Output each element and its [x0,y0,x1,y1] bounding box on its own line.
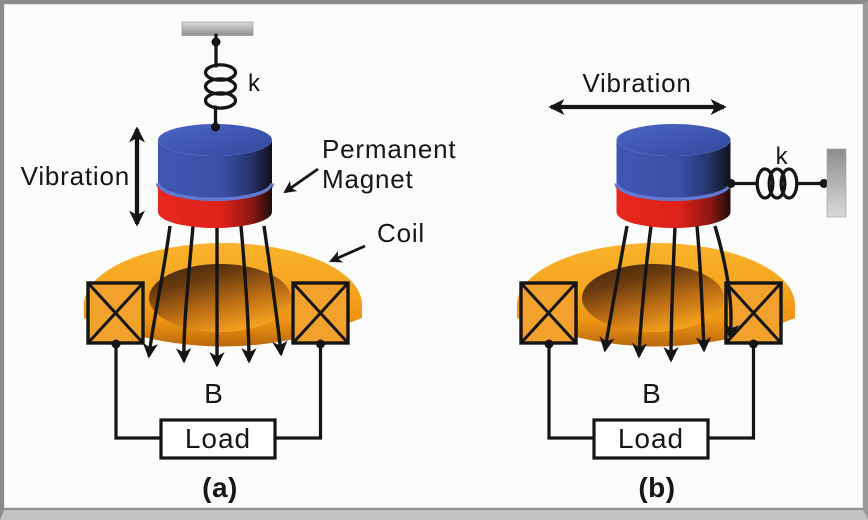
permanent-magnet-label-line2: Magnet [322,164,414,194]
ceiling-anchor [181,21,254,36]
load-label-b: Load [618,423,684,454]
vibration-label-b: Vibration [582,68,691,98]
spring-anchor-dot-a [211,37,221,47]
permanent-magnet-label-line1: Permanent [322,134,456,164]
spring-coil-a [203,63,238,110]
caption-a: (a) [202,472,238,503]
magnet-a [156,122,274,230]
field-lines-b [599,225,740,363]
coil-pointer-arrow-icon [329,244,366,263]
magnet-b [614,122,733,230]
harvester-diagram: k Vibration Permanent Magnet Coil B Load… [21,21,847,503]
figure-canvas: k Vibration Permanent Magnet Coil B Load… [4,4,863,510]
coil-label: Coil [377,218,425,248]
load-label-a: Load [185,423,251,454]
panel-a: k Vibration Permanent Magnet Coil B Load… [21,21,456,503]
vibration-label-a: Vibration [21,161,130,191]
field-label-a: B [204,378,224,409]
field-lines-a [142,225,288,368]
wall-anchor [826,148,847,218]
coil-a [82,241,364,349]
caption-b: (b) [638,472,675,503]
spring-constant-label-b: k [776,143,789,170]
spring-wall-dot-b [819,179,829,188]
spring-magnet-dot-a [211,122,220,132]
panel-b: k Vibration B Load (b) [515,68,847,503]
field-label-b: B [642,378,662,409]
spring-coil-b [755,167,799,200]
magnet-pointer-arrow-icon [283,167,319,194]
spring-constant-label-a: k [248,70,261,97]
coil-b [515,241,797,349]
